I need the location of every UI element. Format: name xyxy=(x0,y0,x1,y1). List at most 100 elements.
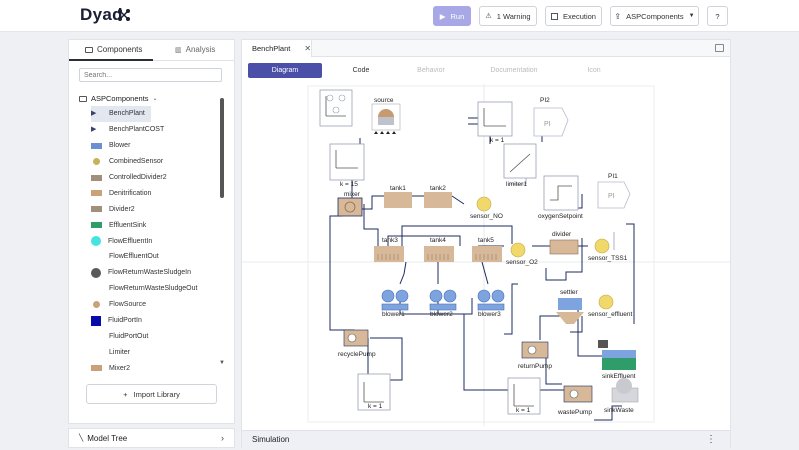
component-item[interactable]: Divider2 xyxy=(91,201,221,217)
component-item[interactable]: Mixer2 xyxy=(91,360,221,376)
component-item[interactable]: FlowReturnWasteSludgeIn xyxy=(91,265,221,281)
component-item[interactable]: FlowEffluentOut xyxy=(91,249,221,265)
pi2-box-label: PI xyxy=(544,121,551,128)
label-settler: settler xyxy=(560,289,579,296)
blank-icon xyxy=(91,252,102,261)
mixer-icon xyxy=(91,365,102,372)
tab-benchplant[interactable]: BenchPlant ✕ xyxy=(242,40,312,57)
source-icon xyxy=(93,301,100,309)
scroll-down-icon[interactable]: ▼ xyxy=(219,360,225,366)
blower-icon xyxy=(91,142,102,149)
component-item-label: EffluentSink xyxy=(109,221,147,229)
components-panel: Components ▥ Analysis ASPComponents ⌄ ▶B… xyxy=(68,39,235,424)
component-item-label: CombinedSensor xyxy=(109,158,164,166)
component-item[interactable]: EffluentSink xyxy=(91,217,221,233)
blank-icon xyxy=(91,284,102,293)
play-icon: ▶ xyxy=(91,126,97,134)
label-return-pump: returnPump xyxy=(518,363,552,370)
component-item-label: BenchPlant xyxy=(109,110,145,118)
app-logo: Dyad xyxy=(80,5,123,24)
component-item-label: ControlledDivider2 xyxy=(109,174,167,181)
component-item[interactable]: ▶BenchPlantCOST xyxy=(91,122,221,138)
layout-icon[interactable] xyxy=(715,44,724,52)
warning-button[interactable]: ⚠ 1 Warning xyxy=(479,6,537,26)
search-input[interactable] xyxy=(79,68,222,82)
run-label: Run xyxy=(450,11,465,21)
label-mixer-k: k = 15 xyxy=(340,181,358,188)
model-tree-toggle[interactable]: ╲ Model Tree › xyxy=(68,428,235,448)
simulation-label: Simulation xyxy=(252,435,290,444)
import-library-button[interactable]: + Import Library xyxy=(86,384,217,404)
blank-icon xyxy=(91,332,102,341)
label-sink-effluent: sinkEffluent xyxy=(602,373,636,380)
help-button[interactable]: ? xyxy=(707,6,728,26)
warning-label: 1 Warning xyxy=(496,11,531,21)
tab-code[interactable]: Code xyxy=(352,67,370,74)
upload-icon: ⇪ xyxy=(614,11,622,21)
component-item[interactable]: Denitrification xyxy=(91,185,221,201)
tab-documentation[interactable]: Documentation xyxy=(490,67,538,74)
play-icon: ▶ xyxy=(439,11,446,21)
pi1-box-label: PI xyxy=(608,193,615,200)
component-item-label: Blower xyxy=(109,142,131,150)
component-item[interactable]: FlowSource xyxy=(91,297,221,313)
component-item-label: Divider2 xyxy=(109,205,135,213)
label-sink-waste: sinkWaste xyxy=(604,407,634,414)
diagram-canvas[interactable]: PI PI xyxy=(242,84,730,426)
library-select[interactable]: ⇪ ASPComponents ▼ xyxy=(610,6,699,26)
panel-tabs: Components ▥ Analysis xyxy=(69,40,234,61)
blank-icon xyxy=(91,348,102,357)
view-tabs: Diagram Code Behavior Documentation Icon xyxy=(248,63,726,79)
label-tank1: tank1 xyxy=(390,185,406,192)
component-item[interactable]: FluidPortIn xyxy=(91,313,221,329)
scrollbar[interactable] xyxy=(220,98,224,198)
tab-behavior[interactable]: Behavior xyxy=(417,67,445,74)
execution-label: Execution xyxy=(563,11,596,21)
label-sensor-no: sensor_NO xyxy=(470,213,503,220)
component-item[interactable]: Blower xyxy=(91,138,221,154)
tab-components[interactable]: Components xyxy=(85,45,142,54)
close-icon[interactable]: ✕ xyxy=(304,44,312,53)
label-mixer: mixer xyxy=(344,191,361,198)
active-tab-indicator xyxy=(69,59,153,61)
tab-analysis[interactable]: ▥ Analysis xyxy=(175,45,215,54)
component-item-label: Limiter xyxy=(109,348,131,356)
execution-button[interactable]: Execution xyxy=(545,6,602,26)
top-bar: Dyad ▶ Run ⚠ 1 Warning Execution ⇪ ASPCo… xyxy=(0,0,799,32)
tree-root-label: ASPComponents xyxy=(91,94,149,103)
component-item-label: FlowReturnWasteSludgeIn xyxy=(108,269,192,277)
component-item[interactable]: FlowReturnWasteSludgeOut xyxy=(91,281,221,297)
tab-analysis-label: Analysis xyxy=(185,45,216,54)
component-item-label: Denitrification xyxy=(109,189,152,197)
tab-diagram[interactable]: Diagram xyxy=(248,63,322,78)
chart-icon: ▥ xyxy=(175,46,182,54)
label-blower3: blower3 xyxy=(478,311,501,318)
component-item[interactable]: Limiter xyxy=(91,344,221,360)
more-icon[interactable]: ⋮ xyxy=(706,434,716,445)
sink-icon xyxy=(91,222,102,229)
chevron-down-icon: ⌄ xyxy=(152,96,158,102)
component-item-label: FlowReturnWasteSludgeOut xyxy=(109,285,198,293)
logo-mark-icon xyxy=(118,9,130,21)
tab-icon[interactable]: Icon xyxy=(587,67,601,74)
tree-root[interactable]: ASPComponents ⌄ xyxy=(79,94,158,103)
component-item-label: FlowSource xyxy=(109,301,146,309)
model-tree-icon: ╲ xyxy=(79,435,84,442)
component-item[interactable]: CombinedSensor xyxy=(91,154,221,170)
component-item[interactable]: ControlledDivider2 xyxy=(91,170,221,186)
simulation-bar[interactable]: Simulation ⋮ xyxy=(242,430,730,448)
component-item-label: FlowEffluentOut xyxy=(109,253,159,261)
run-button[interactable]: ▶ Run xyxy=(433,6,471,26)
component-item[interactable]: ▶BenchPlant xyxy=(91,106,151,122)
component-item[interactable]: FlowEffluentIn xyxy=(91,233,221,249)
folder-icon xyxy=(79,95,87,102)
component-item-label: FluidPortIn xyxy=(108,317,142,325)
component-item-label: Mixer2 xyxy=(109,364,131,372)
component-item[interactable]: FluidPortOut xyxy=(91,328,221,344)
label-tank4: tank4 xyxy=(430,237,446,244)
label-blower2: blower2 xyxy=(430,311,453,318)
square-icon xyxy=(91,315,101,326)
help-label: ? xyxy=(715,11,720,21)
execution-icon xyxy=(551,12,559,20)
